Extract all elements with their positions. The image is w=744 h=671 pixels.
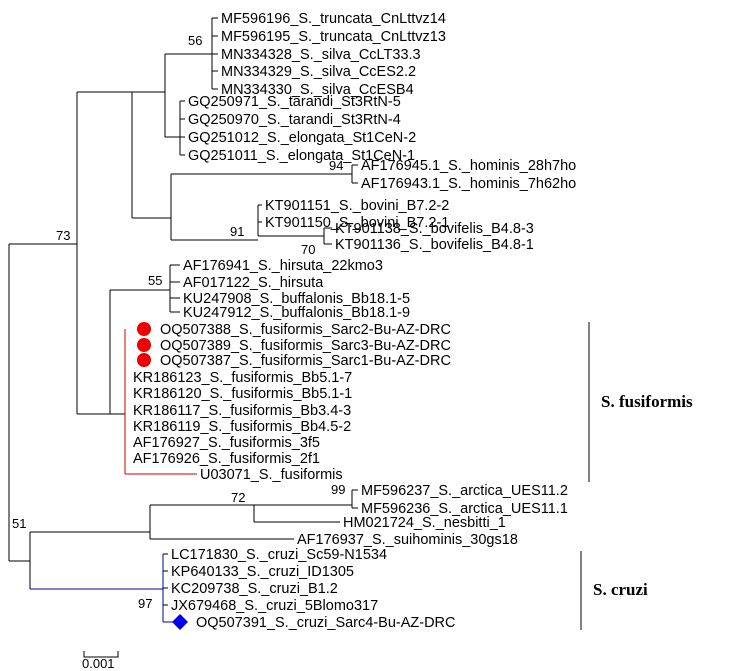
bootstrap-value: 91 <box>230 224 244 239</box>
cruzi-clade-label: S. cruzi <box>593 580 648 599</box>
leaf-label: GQ250970_S._tarandi_St3RtN-4 <box>188 112 401 128</box>
leaf-label: MN334329_S._silva_CcES2.2 <box>221 64 416 80</box>
leaf-label: KT901151_S._bovini_B7.2-2 <box>265 198 449 214</box>
leaf-labels: MF596196_S._truncata_CnLttvz14 MF596195_… <box>133 11 576 631</box>
leaf-label: OQ507391_S._cruzi_Sarc4-Bu-AZ-DRC <box>196 615 456 631</box>
bootstrap-value: 56 <box>188 33 202 48</box>
leaf-label: MF596196_S._truncata_CnLttvz14 <box>221 11 446 27</box>
bootstrap-value: 97 <box>138 596 152 611</box>
bootstrap-value: 73 <box>56 228 70 243</box>
leaf-label: KT901138_S._bovifelis_B4.8-3 <box>335 221 534 237</box>
leaf-label: KU247912_S._buffalonis_Bb18.1-9 <box>183 305 410 321</box>
leaf-label: KU247908_S._buffalonis_Bb18.1-5 <box>183 291 410 307</box>
leaf-label: GQ251011_S._elongata_St1CeN-1 <box>188 148 415 164</box>
clade-brackets <box>580 322 590 630</box>
leaf-label: LC171830_S._cruzi_Sc59-N1534 <box>171 547 387 563</box>
leaf-label: MN334328_S._silva_CcLT33.3 <box>221 47 421 63</box>
red-circle-marker <box>137 322 151 336</box>
fusiformis-branches <box>124 329 197 475</box>
leaf-label: MF596195_S._truncata_CnLttvz13 <box>221 29 446 45</box>
red-circle-marker <box>137 353 151 367</box>
leaf-label: KR186123_S._fusiformis_Bb5.1-7 <box>133 370 352 386</box>
bootstrap-value: 51 <box>12 516 26 531</box>
bootstrap-value: 55 <box>148 273 162 288</box>
red-circle-marker <box>137 338 151 352</box>
leaf-label: KR186119_S._fusiformis_Bb4.5-2 <box>133 419 351 435</box>
leaf-label: GQ251012_S._elongata_St1CeN-2 <box>188 130 416 146</box>
leaf-label: KT901136_S._bovifelis_B4.8-1 <box>335 237 534 253</box>
fusiformis-clade-label: S. fusiformis <box>601 392 693 411</box>
tree-branches <box>8 17 358 606</box>
sample-markers <box>137 322 188 630</box>
bootstrap-values: 56 94 91 70 73 55 99 72 51 97 <box>12 33 345 611</box>
leaf-label: KC209738_S._cruzi_B1.2 <box>171 581 338 597</box>
cruzi-branches <box>30 554 175 623</box>
leaf-label: MF596236_S._arctica_UES11.1 <box>361 501 568 517</box>
leaf-label: AF176937_S._suihominis_30gs18 <box>297 532 518 548</box>
leaf-label: AF017122_S._hirsuta <box>183 275 324 291</box>
leaf-label: OQ507389_S._fusiformis_Sarc3-Bu-AZ-DRC <box>160 338 451 354</box>
leaf-label: OQ507387_S._fusiformis_Sarc1-Bu-AZ-DRC <box>160 353 451 369</box>
leaf-label: MN334330_S._silva_CcESB4 <box>221 82 414 98</box>
leaf-label: AF176941_S._hirsuta_22kmo3 <box>183 258 383 274</box>
leaf-label: KR186120_S._fusiformis_Bb5.1-1 <box>133 386 352 402</box>
leaf-label: AF176926_S._fusiformis_2f1 <box>133 451 320 467</box>
leaf-label: HM021724_S._nesbitti_1 <box>343 515 506 531</box>
leaf-label: AF176927_S._fusiformis_3f5 <box>133 435 320 451</box>
blue-diamond-marker <box>172 614 188 630</box>
scale-bar-line <box>83 651 119 658</box>
scale-bar: 0.001 <box>82 651 119 671</box>
leaf-label: MF596237_S._arctica_UES11.2 <box>361 483 568 499</box>
leaf-label: JX679468_S._cruzi_5Blomo317 <box>171 598 378 614</box>
leaf-label: GQ250971_S._tarandi_St3RtN-5 <box>188 94 401 110</box>
bootstrap-value: 72 <box>231 490 245 505</box>
leaf-label: OQ507388_S._fusiformis_Sarc2-Bu-AZ-DRC <box>160 322 451 338</box>
leaf-label: U03071_S._fusiformis <box>200 467 343 483</box>
bootstrap-value: 99 <box>331 482 345 497</box>
bootstrap-value: 70 <box>301 242 315 257</box>
leaf-label: AF176945.1_S._hominis_28h7ho <box>361 158 576 174</box>
leaf-label: KP640133_S._cruzi_ID1305 <box>171 564 354 580</box>
bootstrap-value: 94 <box>329 158 343 173</box>
leaf-label: AF176943.1_S._hominis_7h62ho <box>361 176 576 192</box>
leaf-label: KT901150_S._bovini_B7.2-1 <box>265 215 449 231</box>
scale-bar-label: 0.001 <box>82 656 115 671</box>
leaf-label: KR186117_S._fusiformis_Bb3.4-3 <box>133 403 351 419</box>
